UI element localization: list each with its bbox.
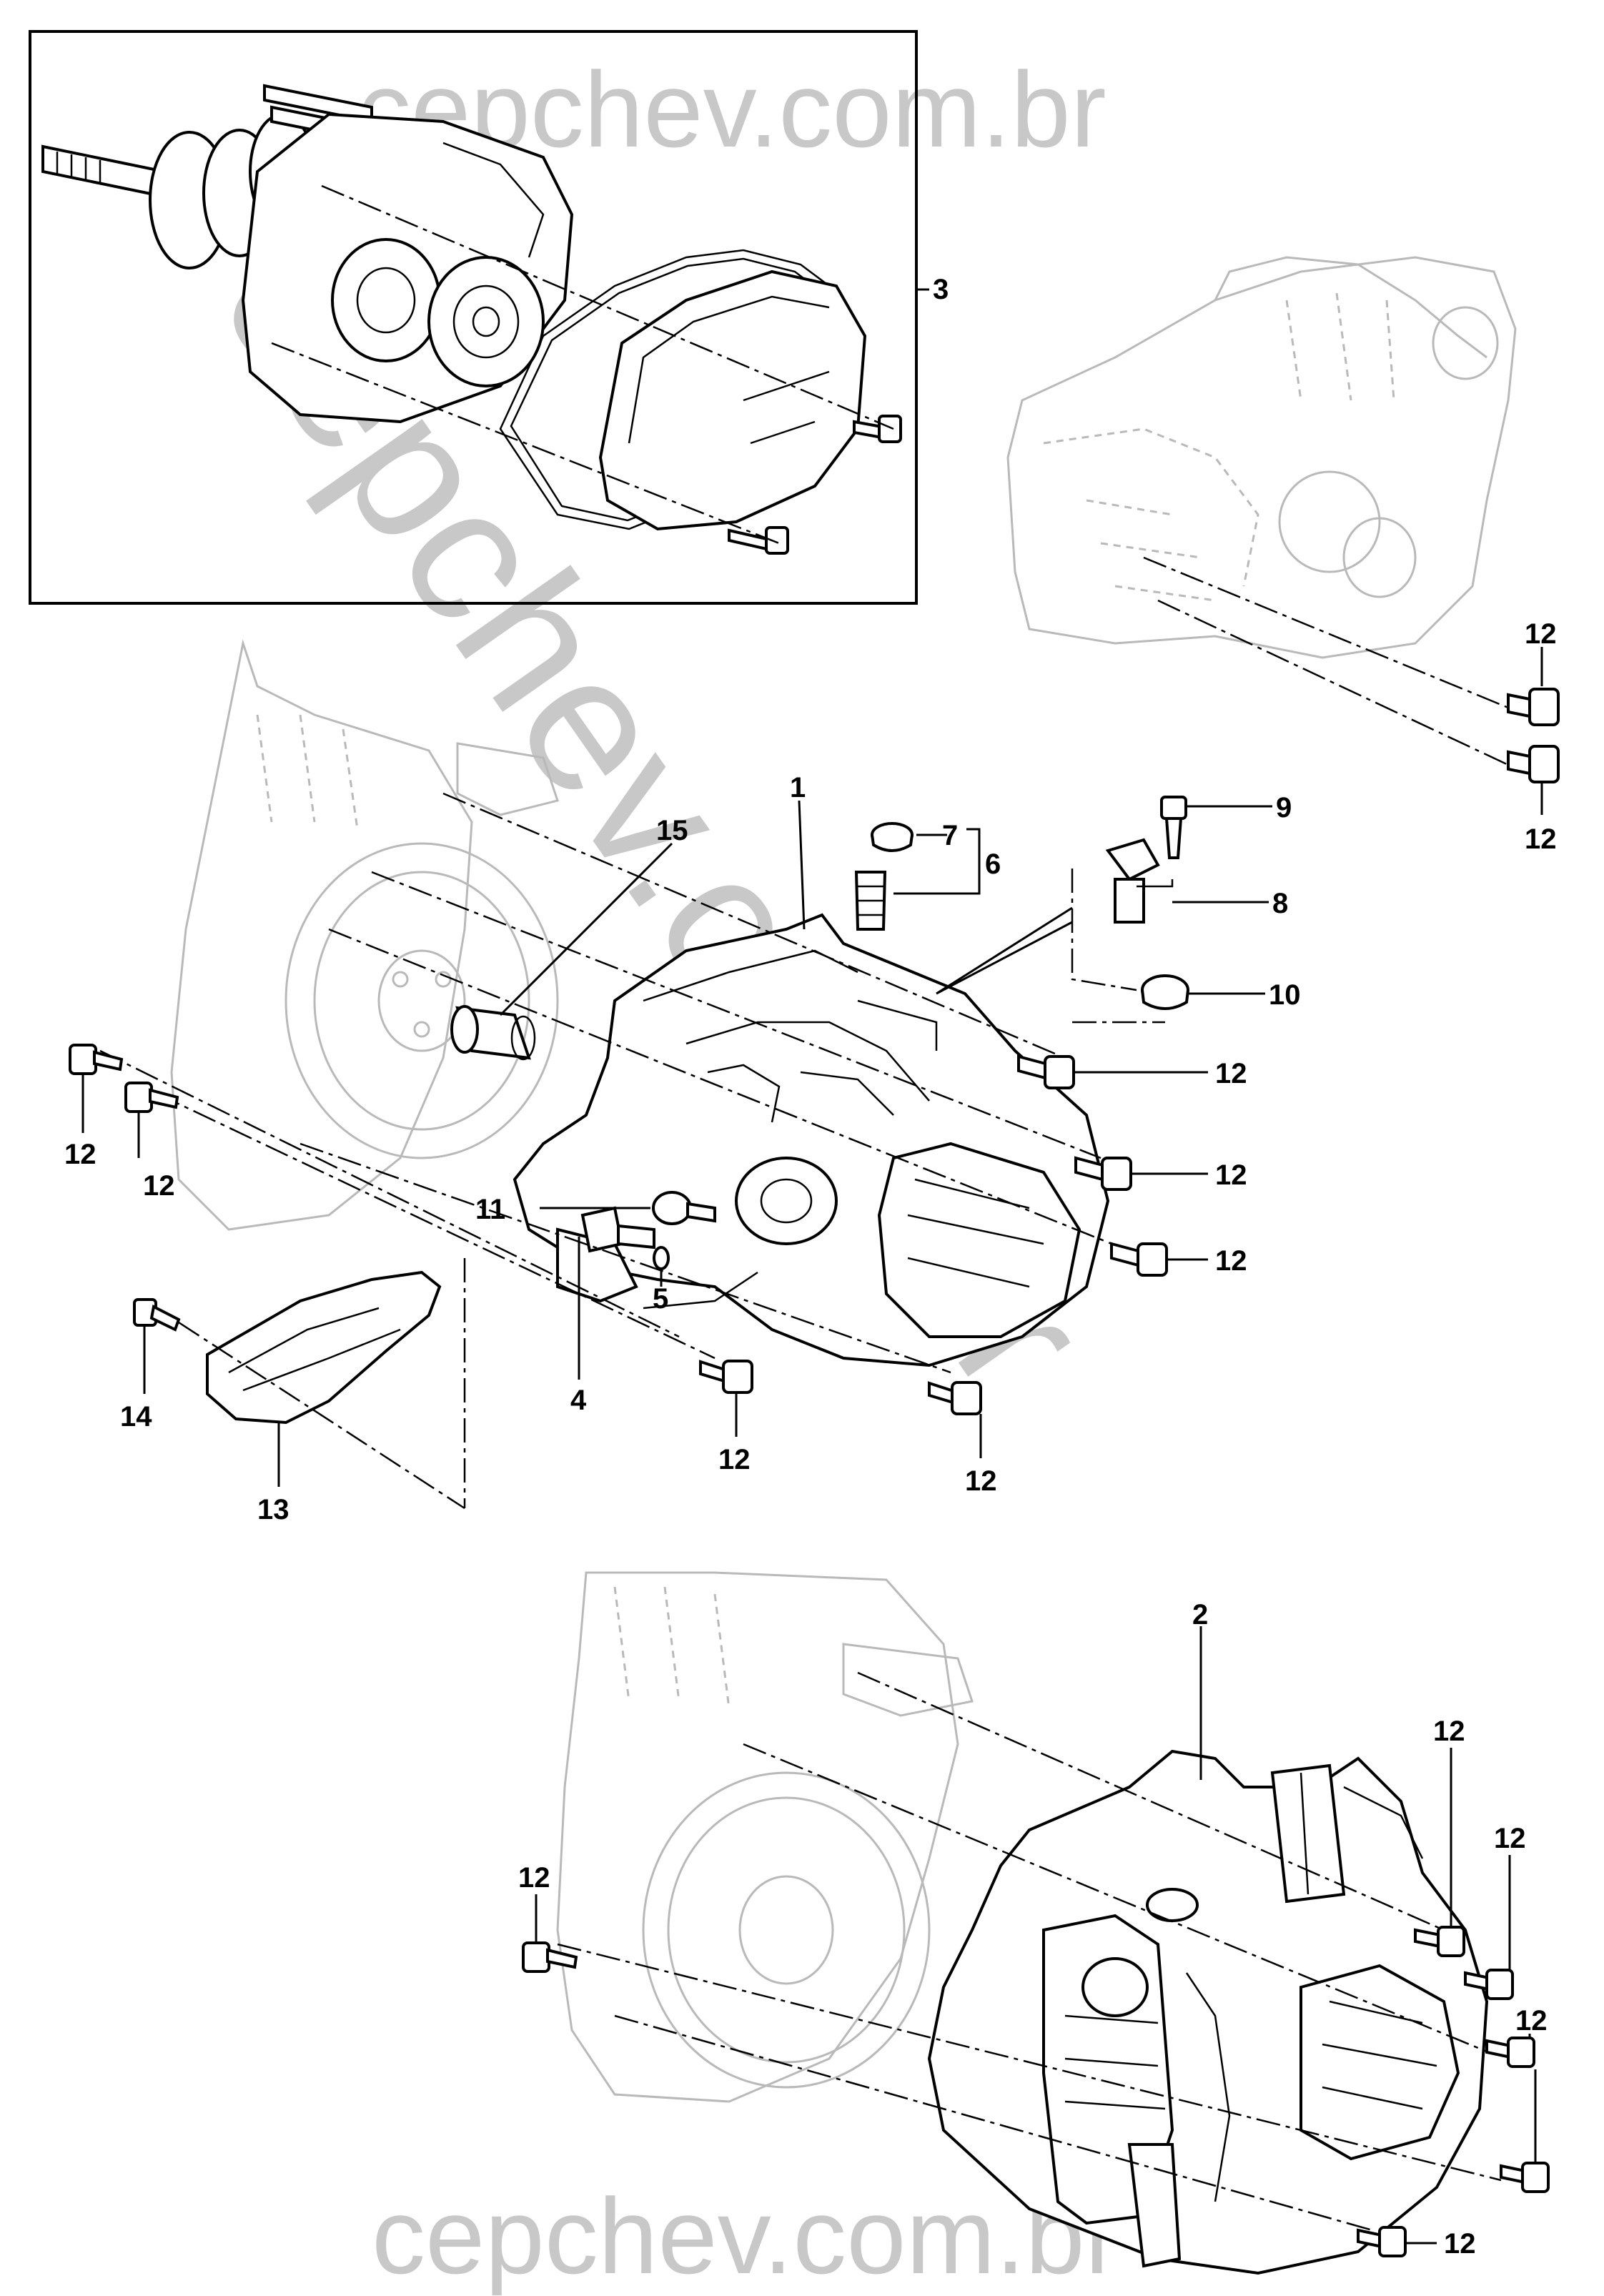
bolt-b-3: [1485, 2037, 1535, 2068]
sensor-bolt: [1160, 796, 1187, 859]
callout-2: 2: [1192, 1599, 1208, 1631]
end-cover: [598, 269, 867, 531]
blanking-plug: [1141, 974, 1189, 1010]
callout-12-left-2: 12: [143, 1170, 175, 1202]
automated-transaxle-assembly: [927, 1749, 1489, 2275]
callout-7: 7: [942, 820, 958, 851]
engine-ghost-middle: [170, 639, 559, 1231]
bolt-b-4: [1500, 2162, 1550, 2193]
callout-12-bottom-2: 12: [965, 1465, 997, 1497]
callout-6: 6: [985, 848, 1001, 880]
speed-sensor: [1105, 838, 1174, 924]
bolt-left-1: [69, 1044, 124, 1075]
bolt-tr-2: [1507, 745, 1560, 783]
sealing-ring: [653, 1246, 670, 1270]
bolt-b-2: [1464, 1969, 1514, 2000]
callout-12-tr-bottom: 12: [1525, 823, 1557, 855]
callout-14: 14: [120, 1401, 152, 1432]
callout-12-b-left: 12: [518, 1862, 550, 1894]
callout-12-tr-top: 12: [1525, 618, 1557, 650]
oil-filler-plug: [854, 871, 887, 931]
callout-1: 1: [790, 772, 806, 803]
callout-4: 4: [570, 1385, 587, 1416]
watermark-bottom: cepchev.com.br: [372, 2176, 1121, 2296]
reverse-light-switch: [580, 1206, 655, 1253]
drain-plug: [652, 1191, 716, 1225]
callout-3: 3: [933, 274, 949, 305]
axis-tr-2: [1157, 599, 1509, 766]
inset-frame: [29, 30, 918, 605]
plug-cap: [871, 822, 914, 852]
callout-12-mid-1: 12: [1215, 1058, 1247, 1089]
callout-12-b-1: 12: [1433, 1716, 1465, 1747]
bolt-tr-1: [1507, 688, 1560, 726]
bolt-b-1: [1414, 1926, 1465, 1957]
bolt-bottom-2: [928, 1381, 982, 1415]
manual-transaxle-housing: [513, 913, 1110, 1367]
bolt-b-5: [1357, 2226, 1407, 2257]
inset-axis: [321, 184, 894, 430]
guide-sleeve: [450, 1005, 536, 1061]
callout-12-b-5: 12: [1444, 2228, 1476, 2260]
inset-axis-2: [271, 342, 780, 545]
callout-11: 11: [475, 1194, 505, 1225]
bolt-b-left: [522, 1941, 578, 1973]
callout-12-left-1: 12: [64, 1139, 96, 1170]
callout-15: 15: [656, 815, 688, 846]
callout-12-b-3: 12: [1515, 2005, 1548, 2037]
bolt-left-2: [124, 1082, 179, 1113]
callout-12-mid-3: 12: [1215, 1245, 1247, 1277]
bolt-bottom-1: [699, 1360, 753, 1394]
axis-tr-1: [1143, 556, 1509, 709]
bolt-mid-3: [1110, 1242, 1168, 1277]
callout-12-bottom-1: 12: [718, 1444, 751, 1475]
callout-9: 9: [1276, 792, 1292, 823]
callout-8: 8: [1272, 888, 1288, 919]
callout-12-b-2: 12: [1494, 1823, 1526, 1854]
callout-5: 5: [653, 1283, 668, 1315]
callout-10: 10: [1269, 979, 1301, 1011]
callout-13: 13: [257, 1494, 289, 1525]
bolt-mid-2: [1074, 1156, 1132, 1191]
engine-ghost-top-right: [1006, 256, 1517, 659]
gearbox-internal-assembly: [41, 84, 574, 424]
engine-ghost-bottom: [556, 1571, 974, 2103]
callout-12-mid-2: 12: [1215, 1159, 1247, 1191]
flywheel-cover-plate: [206, 1270, 442, 1425]
inset-bolts: [728, 415, 902, 555]
cover-bolt: [133, 1298, 181, 1332]
